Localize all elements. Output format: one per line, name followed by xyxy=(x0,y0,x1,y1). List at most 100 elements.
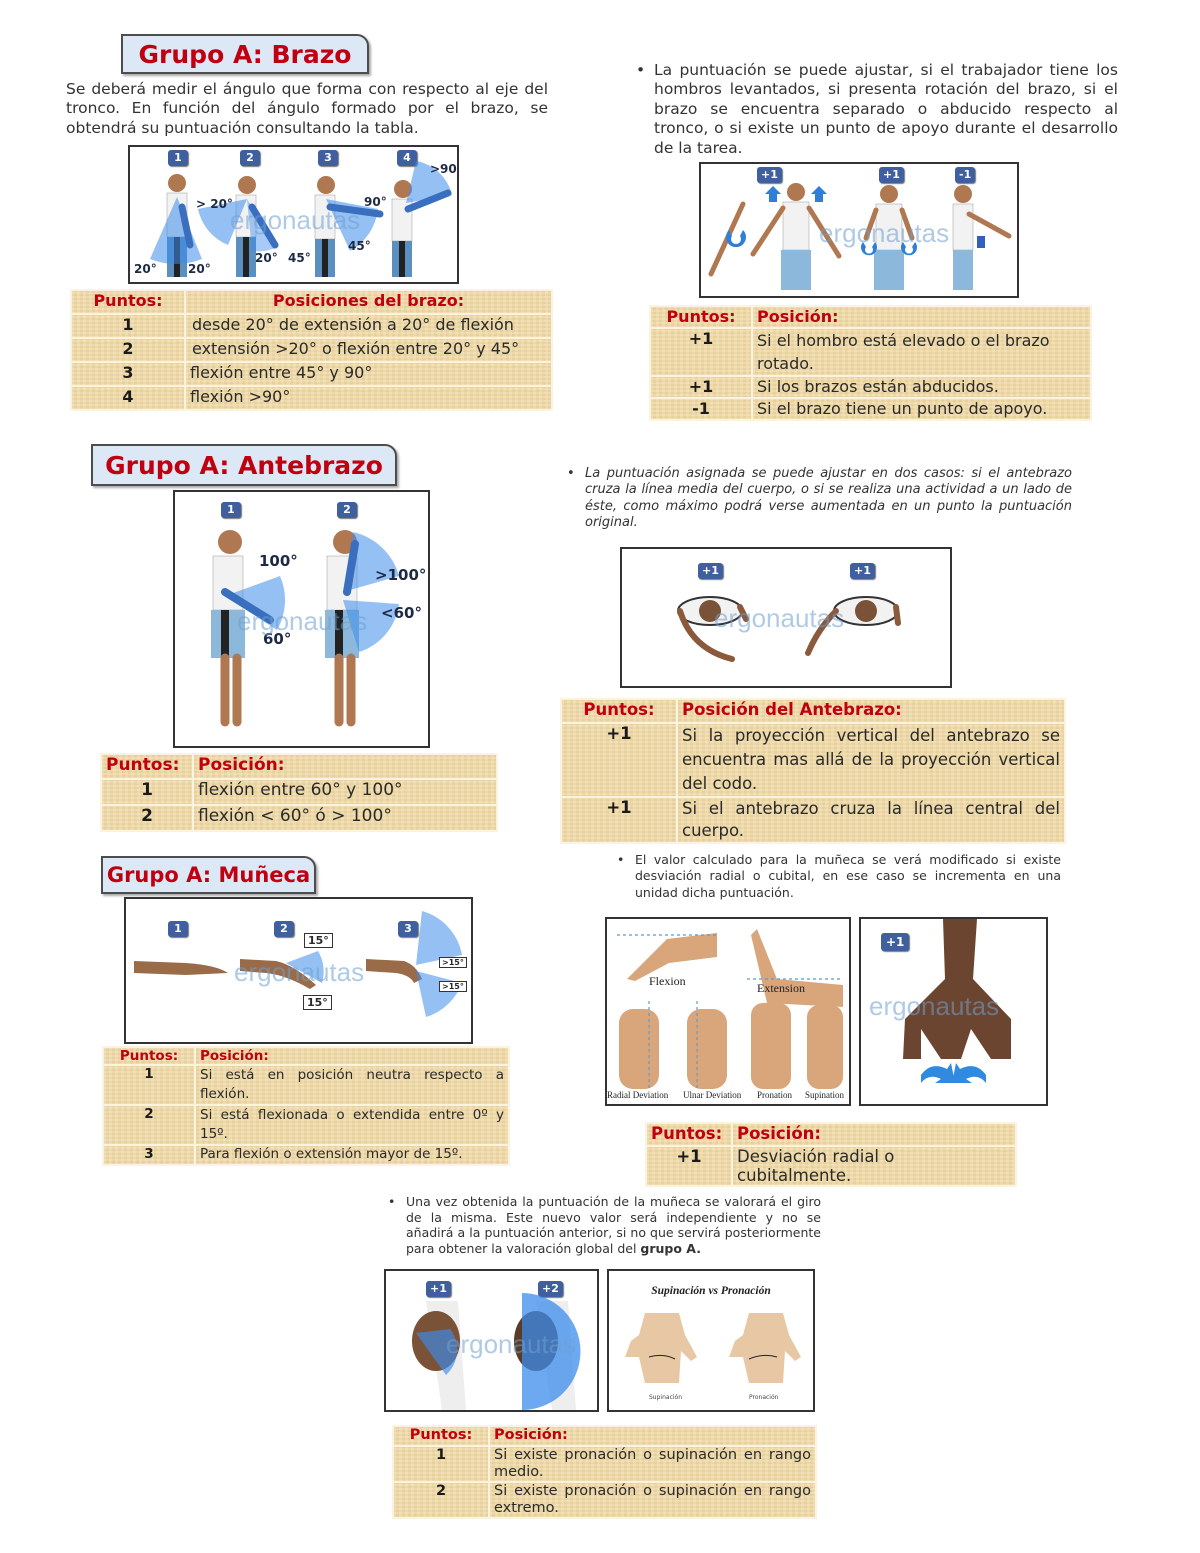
angle-label: 90° xyxy=(364,195,387,209)
watermark: ergonautas xyxy=(714,603,845,633)
table-header-position: Posición: xyxy=(192,753,498,780)
angle-label: > 20° xyxy=(196,197,233,211)
table-header-points: Puntos: xyxy=(649,305,753,329)
table-header-position: Posiciones del brazo: xyxy=(184,289,553,315)
caption-ulnar-deviation: Ulnar Deviation xyxy=(683,1090,742,1100)
brazo-positions-figure: 1 2 3 4 20° 20° > 20° 20° 45° 90° 45° >9… xyxy=(128,145,459,284)
table-header-points: Puntos: xyxy=(100,753,194,780)
wrist-deviation-figure: +1 ergonautas xyxy=(859,917,1048,1106)
watermark: ergonautas xyxy=(234,957,365,987)
caption-flexion: Flexion xyxy=(649,974,686,988)
angle-label: 20° xyxy=(188,262,211,276)
giro-note: Una vez obtenida la puntuación de la muñ… xyxy=(388,1194,821,1257)
badge-plus1: +1 xyxy=(850,563,875,579)
caption-pronacion: Pronación xyxy=(749,1394,779,1401)
table-header-position: Posición: xyxy=(194,1046,510,1066)
angle-label: 45° xyxy=(348,239,371,253)
forearm-figures-illustration xyxy=(211,530,399,727)
angle-label: 45° xyxy=(288,251,311,265)
muneca-positions-figure: 1 2 3 15° 15° >15° >15° ergonautas xyxy=(124,897,473,1044)
caption-supinacion: Supinación xyxy=(649,1394,683,1401)
top-view-illustration xyxy=(677,596,901,662)
caption-radial-deviation: Radial Deviation xyxy=(607,1090,669,1100)
angle-label: 100° xyxy=(259,552,298,570)
antebrazo-positions-figure: 1 2 100° 60° >100° <60° ergonautas xyxy=(173,490,430,748)
caption-supination: Supination xyxy=(805,1090,845,1100)
badge-plus1: +1 xyxy=(757,167,782,183)
badge-2: 2 xyxy=(337,502,357,518)
table-header-position: Posición: xyxy=(751,305,1092,329)
shoulder-adjust-illustration xyxy=(708,183,1012,290)
table-header-position: Posición: xyxy=(731,1122,1017,1147)
wrist-movements-figure: Flexion Extension Radial Deviation Ulnar… xyxy=(605,917,851,1106)
badge-1: 1 xyxy=(168,921,188,937)
angle-label: 15° xyxy=(303,995,332,1010)
badge-1: 1 xyxy=(168,150,188,166)
badge-3: 3 xyxy=(318,150,338,166)
angle-label: >100° xyxy=(375,566,427,584)
table-header-points: Puntos: xyxy=(102,1046,196,1066)
table-header-points: Puntos: xyxy=(645,1122,733,1147)
badge-plus1: +1 xyxy=(426,1281,451,1297)
antebrazo-adjust-note: La puntuación asignada se puede ajustar … xyxy=(567,466,1072,531)
badge-minus1: -1 xyxy=(955,167,976,183)
table-header-points: Puntos: xyxy=(560,698,678,724)
giro-note-text: Una vez obtenida la puntuación de la muñ… xyxy=(406,1194,821,1256)
hand-deviation-illustration xyxy=(903,919,1011,1083)
badge-plus2: +2 xyxy=(538,1281,563,1297)
muneca-section-title: Grupo A: Muñeca xyxy=(101,856,316,894)
angle-label: 60° xyxy=(263,630,292,648)
angle-label: >90° xyxy=(430,162,457,176)
badge-plus1: +1 xyxy=(698,563,723,579)
watermark: ergonautas xyxy=(869,991,1000,1021)
angle-label: >15° xyxy=(439,981,467,992)
wrist-rotation-figure: +1 +2 ergonautas xyxy=(384,1269,599,1412)
badge-2: 2 xyxy=(274,921,294,937)
watermark: ergonautas xyxy=(237,606,368,636)
badge-plus1: +1 xyxy=(881,933,910,951)
table-header-points: Puntos: xyxy=(70,289,186,315)
rotation-illustration xyxy=(412,1293,581,1410)
watermark: ergonautas xyxy=(446,1329,577,1359)
antebrazo-adjust-figure: +1 +1 ergonautas xyxy=(620,547,952,688)
badge-3: 3 xyxy=(398,921,418,937)
wrist-positions-illustration xyxy=(134,911,462,1017)
brazo-adjust-note: La puntuación se puede ajustar, si el tr… xyxy=(636,61,1118,158)
brazo-intro-text: Se deberá medir el ángulo que forma con … xyxy=(66,80,548,137)
watermark: ergonautas xyxy=(819,218,950,248)
figure-title: Supinación vs Pronación xyxy=(651,1285,771,1297)
watermark: ergonautas xyxy=(230,205,361,235)
angle-label: >15° xyxy=(439,957,467,968)
badge-1: 1 xyxy=(221,502,241,518)
badge-plus1: +1 xyxy=(879,167,904,183)
angle-label: <60° xyxy=(381,604,422,622)
angle-label: 20° xyxy=(255,251,278,265)
supination-pronation-figure: Supinación vs Pronación Supinación Prona… xyxy=(607,1269,815,1412)
table-header-position: Posición del Antebrazo: xyxy=(676,698,1066,724)
badge-4: 4 xyxy=(397,150,417,166)
table-header-points: Puntos: xyxy=(392,1425,490,1447)
angle-label: 15° xyxy=(304,933,333,948)
angle-label: 20° xyxy=(134,262,157,276)
human-figures-illustration xyxy=(150,161,452,277)
